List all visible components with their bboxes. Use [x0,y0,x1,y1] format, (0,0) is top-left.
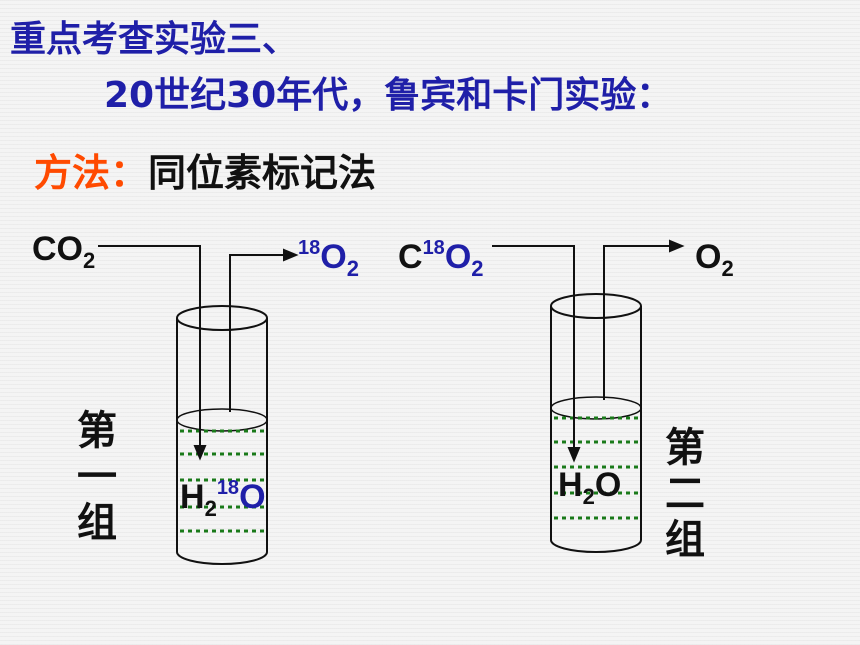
co2-formula: CO2 [32,230,96,273]
h2-18o-formula: H218O [180,477,266,521]
tube-2-water-lines [554,416,638,520]
title-line-2: 20世纪30年代，鲁宾和卡门实验： [104,75,673,116]
group-2-label-char: 第 [665,425,705,471]
test-tube-2 [550,293,642,553]
group-1-label-char: 第 [77,408,117,454]
o2-formula: O2 [695,238,734,281]
tube-1-bottom [176,551,268,565]
o2-18-formula: 18O2 [298,237,359,281]
tube-2-inlet-pipe [492,245,581,463]
group-2-label-char: 二 [665,471,705,517]
c18o2-formula: C18O2 [398,237,484,281]
tube-2-outlet-pipe [603,239,685,400]
tube-2-bottom [550,539,642,553]
title-line-1: 重点考查实验三、 [10,19,299,60]
test-tube-1 [176,305,268,565]
tube-1-rim [176,305,268,331]
method-line: 方法：同位素标记法 [34,154,376,192]
tube-1-water-lines [180,429,264,533]
group-1-label-char: 一 [77,454,117,500]
tube-2-rim [550,293,642,319]
group-1-label-char: 组 [77,500,117,546]
group-2-label: 第 二 组 [660,425,710,563]
method-label: 方法： [34,151,149,195]
group-2-label-char: 组 [665,517,705,563]
h2o-formula: H2O [558,466,622,509]
tube-1-outlet-pipe [229,248,299,412]
tube-1-inlet-pipe [98,245,207,461]
method-value: 同位素标记法 [148,151,377,195]
tube-2-water-surface [550,396,642,420]
tube-1-water-surface [176,408,268,432]
group-1-label: 第 一 组 [72,408,122,546]
